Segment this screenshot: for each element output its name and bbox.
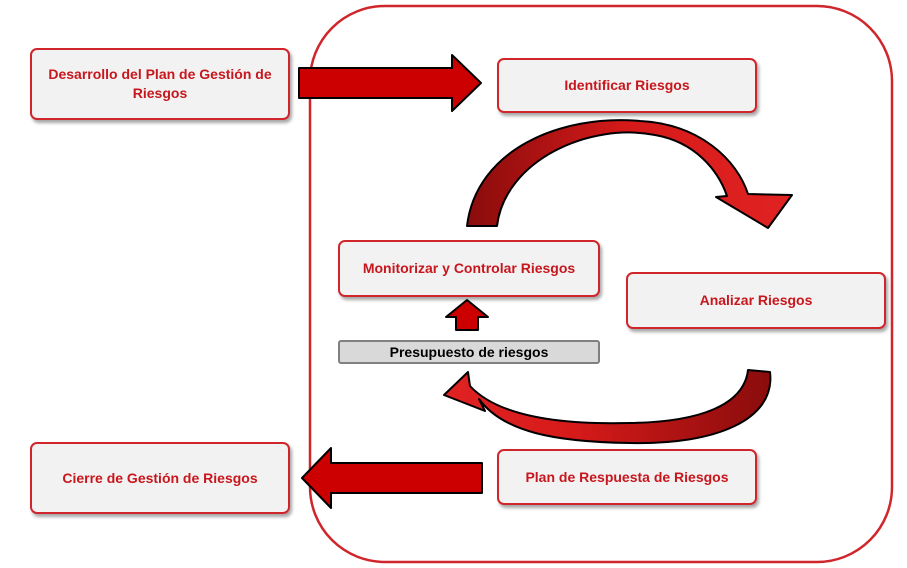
node-plan-respuesta-label: Plan de Respuesta de Riesgos [525,468,729,485]
node-plan-respuesta: Plan de Respuesta de Riesgos [497,449,757,505]
arrow-budget-to-monitor [445,299,489,331]
arrow-to-identificar [298,54,482,112]
node-presupuesto-riesgos: Presupuesto de riesgos [338,340,600,364]
node-cierre-gestion-label: Cierre de Gestión de Riesgos [62,469,258,486]
node-monitorizar-controlar-label: Monitorizar y Controlar Riesgos [362,260,576,276]
arc-arrow-bottom [443,369,772,445]
node-desarrollo-plan-label: Desarrollo del Plan de Gestión de Riesgo… [48,66,272,101]
arrow-to-cierre [301,447,483,509]
node-presupuesto-riesgos-label: Presupuesto de riesgos [389,344,549,360]
node-cierre-gestion: Cierre de Gestión de Riesgos [30,442,290,514]
node-analizar-riesgos-label: Analizar Riesgos [699,292,813,308]
process-container [308,4,894,564]
node-identificar-riesgos-label: Identificar Riesgos [564,77,690,93]
arc-arrow-top [466,119,793,229]
node-monitorizar-controlar: Monitorizar y Controlar Riesgos [338,240,600,297]
node-desarrollo-plan: Desarrollo del Plan de Gestión de Riesgo… [30,48,290,120]
node-analizar-riesgos: Analizar Riesgos [626,272,886,329]
node-identificar-riesgos: Identificar Riesgos [497,58,757,113]
